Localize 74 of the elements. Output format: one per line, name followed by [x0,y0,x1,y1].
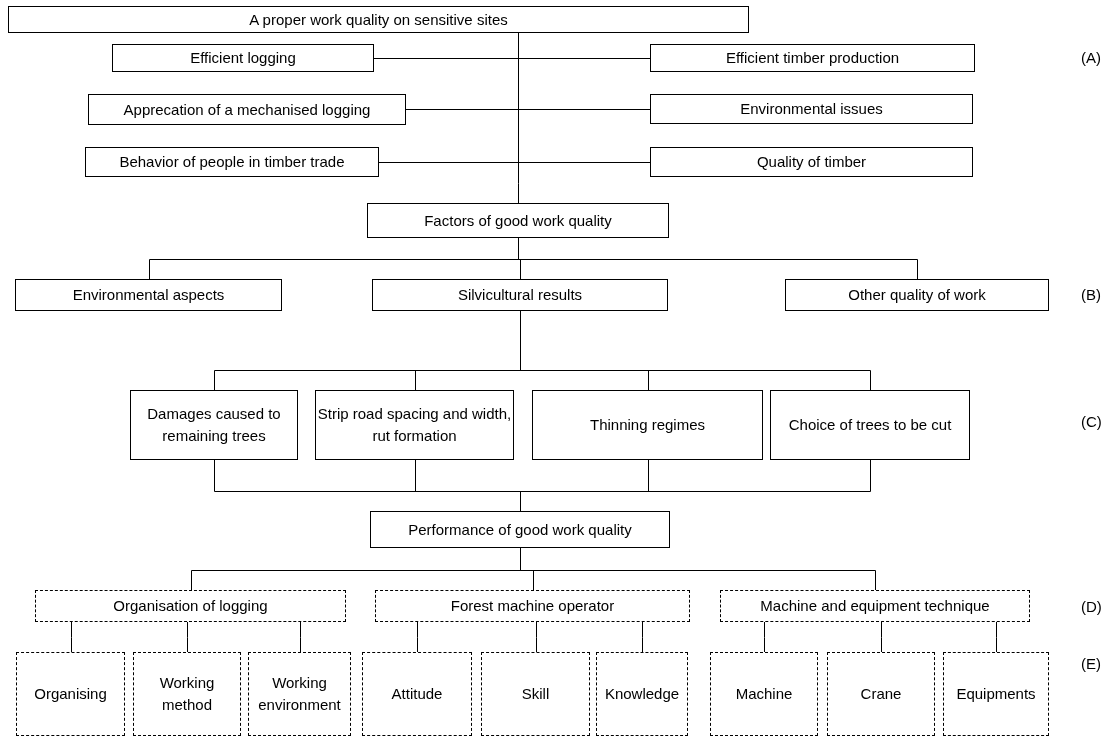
process-box [650,147,973,177]
process-box [375,590,690,622]
process-box [248,652,351,736]
connector-line [881,621,882,653]
box-label: Environmental aspects [72,285,225,306]
connector-line [373,58,651,59]
process-box [15,279,282,311]
box-label: Machine and equipment technique [760,596,990,617]
level-label: (D) [1081,598,1102,615]
process-box [720,590,1030,622]
box-label: Damages caused to remaining trees [146,404,282,446]
box-label: Other quality of work [848,285,986,306]
process-box [367,203,669,238]
connector-line [536,621,537,653]
process-box [596,652,688,736]
box-label: Equipments [956,684,1036,705]
process-box [372,279,668,311]
process-box [650,94,973,124]
connector-line [300,621,301,653]
process-box [8,6,749,33]
box-label: Strip road spacing and width, rut formation [316,404,513,446]
level-label: (C) [1081,413,1102,430]
connector-line [71,621,72,653]
box-label: Organising [34,684,107,705]
box-label: Choice of trees to be cut [788,415,952,436]
process-box [85,147,379,177]
box-label: Apprecation of a mechanised logging [123,99,371,120]
connector-line [187,621,188,653]
box-label: A proper work quality on sensitive sites [249,9,508,30]
process-box [362,652,472,736]
box-label: Quality of timber [756,152,867,173]
process-box [133,652,241,736]
box-label: Machine [735,684,793,705]
process-box [88,94,406,125]
box-label: Forest machine operator [450,596,615,617]
connector-line [996,621,997,653]
box-label: Environmental issues [740,99,883,120]
box-label: Silvicultural results [457,285,583,306]
connector-line [518,32,519,204]
process-box [943,652,1049,736]
connector-line [378,162,651,163]
process-box [770,390,970,460]
process-box [650,44,975,72]
process-box [481,652,590,736]
process-box [35,590,346,622]
box-label: Working method [158,673,216,715]
box-label: Factors of good work quality [424,210,612,231]
box-label: Performance of good work quality [408,519,632,540]
box-label: Skill [521,684,550,705]
box-label: Working environment [257,673,342,715]
level-label: (E) [1081,655,1101,672]
connector-line [417,621,418,653]
box-label: Attitude [391,684,443,705]
level-label: (A) [1081,49,1101,66]
box-label: Efficient logging [190,48,296,69]
connector-line [642,621,643,653]
process-box [112,44,374,72]
box-label: Behavior of people in timber trade [119,152,345,173]
process-box [827,652,935,736]
process-box [532,390,763,460]
connector-line [764,621,765,653]
box-label: Thinning regimes [589,415,706,436]
process-box [785,279,1049,311]
process-box [315,390,514,460]
level-label: (B) [1081,286,1101,303]
box-label: Organisation of logging [113,596,268,617]
process-box [130,390,298,460]
process-box [370,511,670,548]
box-label: Knowledge [604,684,680,705]
box-label: Crane [860,684,902,705]
process-box [16,652,125,736]
box-label: Efficient timber production [725,48,900,69]
process-box [710,652,818,736]
connector-line [405,109,651,110]
